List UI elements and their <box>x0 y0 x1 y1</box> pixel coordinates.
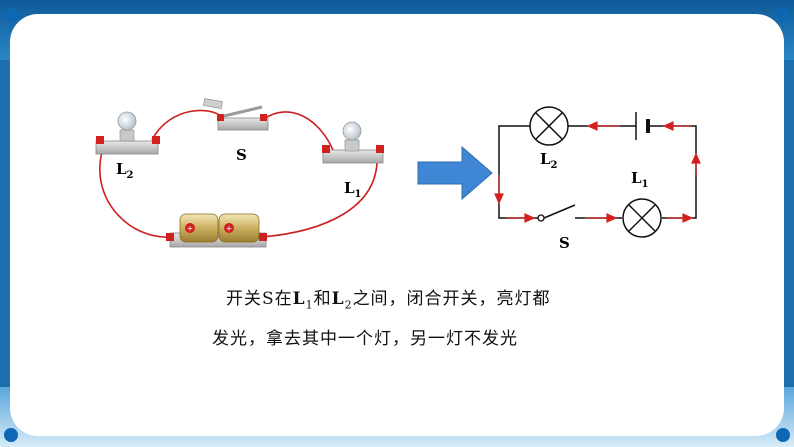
caption-line-1: 开关S在L1和L2之间，闭合开关，亮灯都 <box>226 289 551 312</box>
corner-dot-top-left <box>4 8 18 22</box>
label-l2-schematic: L2 <box>540 150 558 171</box>
current-arrows <box>494 121 701 223</box>
lamp-holder-l1 <box>322 121 384 164</box>
schematic-wires <box>498 125 697 219</box>
label-s-schematic: S <box>559 234 570 252</box>
corner-dot-top-right <box>776 8 790 22</box>
lamp-symbol-l2 <box>529 106 569 146</box>
svg-text:+: + <box>187 224 194 233</box>
switch-s-photo <box>203 98 269 131</box>
caption-line-2: 发光，拿去其中一个灯，另一灯不发光 <box>212 329 518 349</box>
transform-arrow <box>417 145 493 201</box>
corner-dot-bottom-right <box>776 428 790 442</box>
label-l1-photo: L1 <box>344 179 362 200</box>
switch-contact <box>537 214 545 222</box>
svg-text:+: + <box>226 224 233 233</box>
lamp-holder-l2 <box>95 111 160 155</box>
lamp-symbol-l1 <box>622 198 662 238</box>
corner-dot-bottom-left <box>4 428 18 442</box>
battery-photo: + + <box>166 213 267 248</box>
label-l2-photo: L2 <box>116 160 134 181</box>
label-l1-schematic: L1 <box>631 169 649 190</box>
label-s-photo: S <box>236 146 247 164</box>
